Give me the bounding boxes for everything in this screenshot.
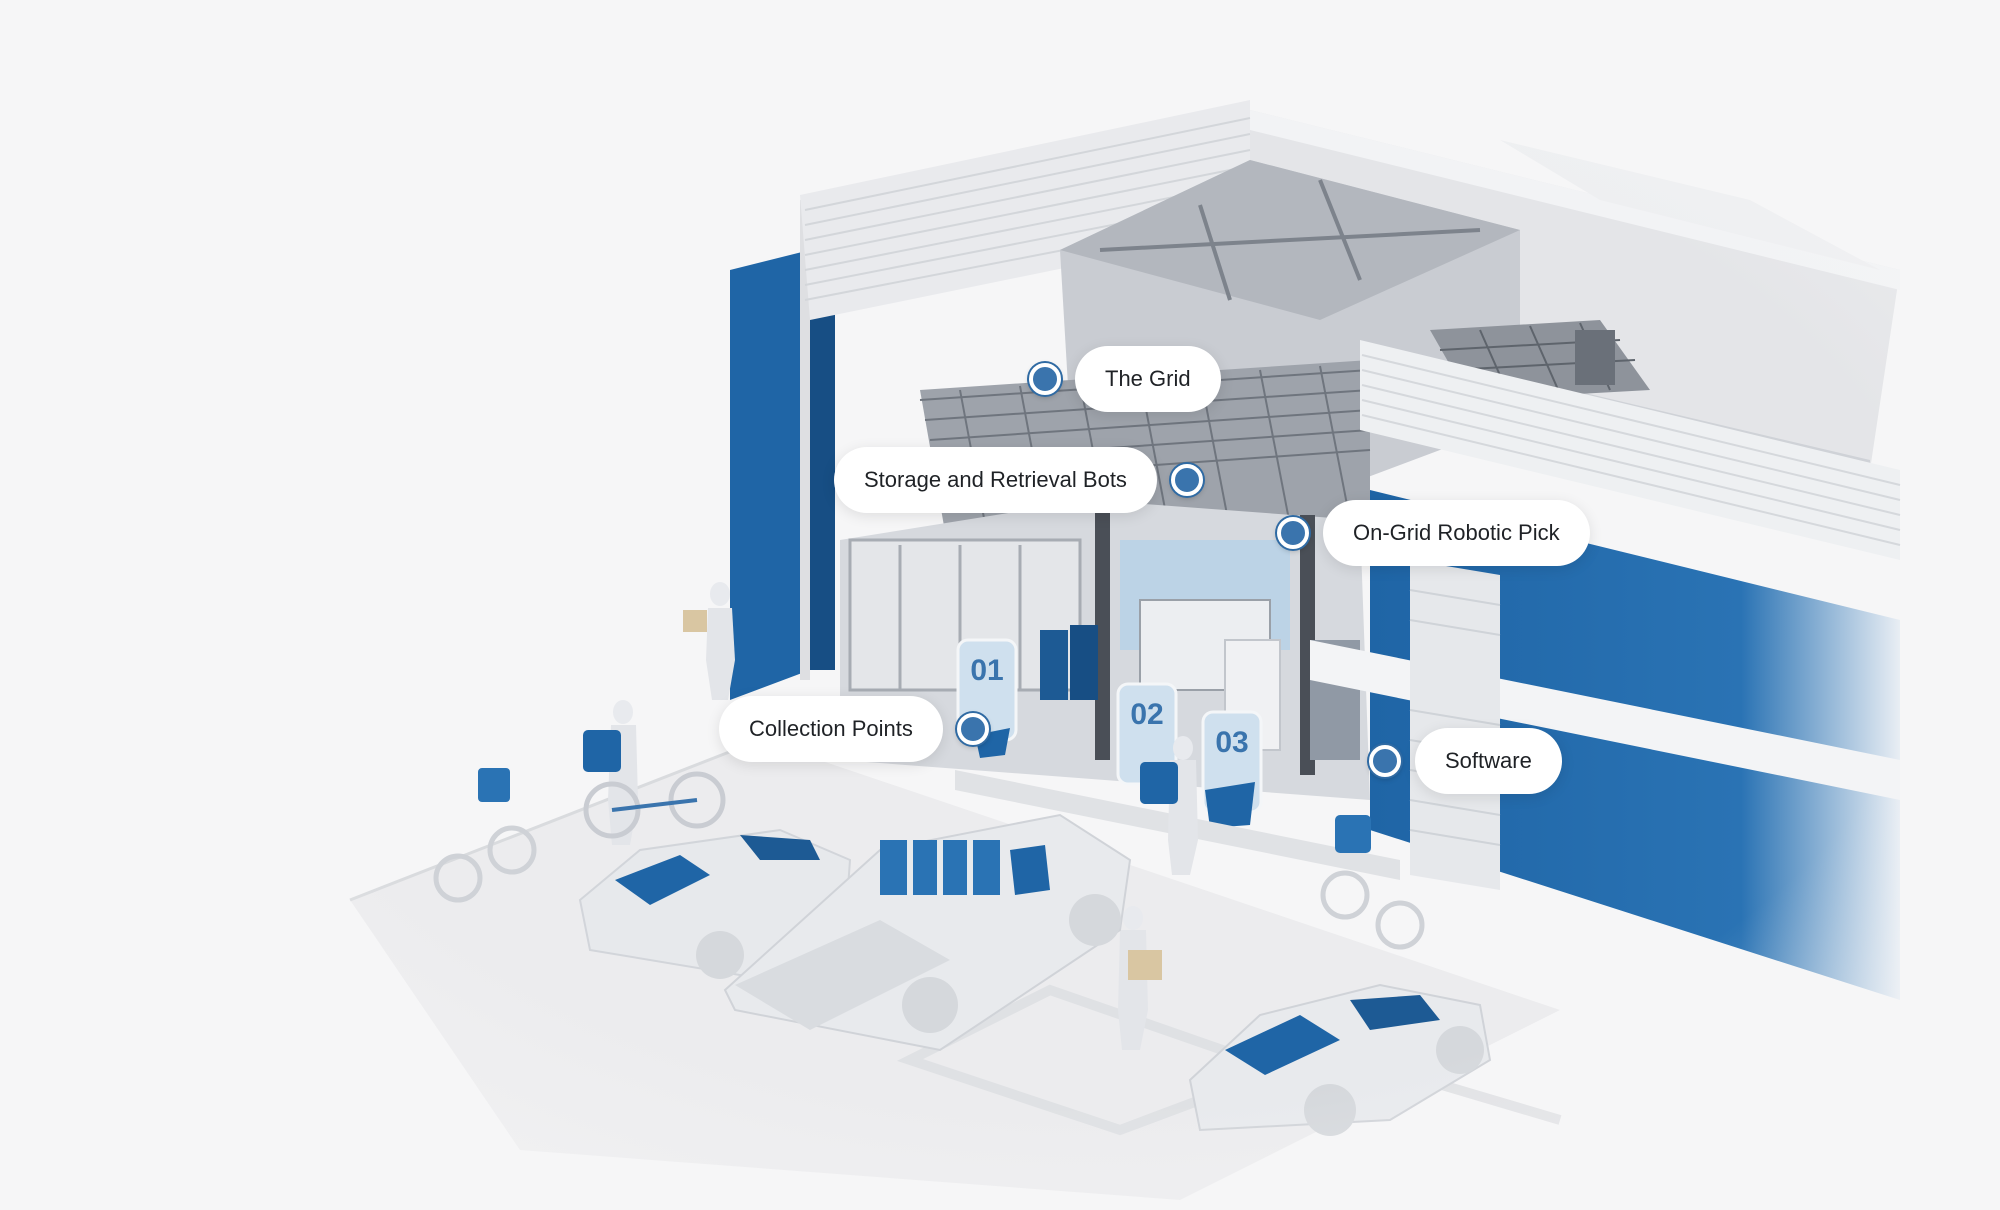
hotspot-label-software[interactable]: Software xyxy=(1415,728,1562,794)
hotspot-dot-icon[interactable] xyxy=(1029,363,1061,395)
hotspot-dot-icon[interactable] xyxy=(956,713,989,745)
hotspot-software[interactable]: Software xyxy=(1369,728,1562,794)
hotspot-dot-icon[interactable] xyxy=(1277,517,1309,549)
hotspot-label-the-grid[interactable]: The Grid xyxy=(1075,346,1221,412)
hotspot-the-grid[interactable]: The Grid xyxy=(1029,346,1221,412)
hotspot-label-collection-points[interactable]: Collection Points xyxy=(719,696,943,762)
hotspot-label-storage-and-retrieval-bots[interactable]: Storage and Retrieval Bots xyxy=(834,447,1157,513)
hotspot-dot-icon[interactable] xyxy=(1170,464,1203,496)
hotspot-on-grid-robotic-pick[interactable]: On-Grid Robotic Pick xyxy=(1277,500,1590,566)
hotspot-collection-points[interactable]: Collection Points xyxy=(719,696,989,762)
hotspot-label-on-grid-robotic-pick[interactable]: On-Grid Robotic Pick xyxy=(1323,500,1590,566)
hotspot-storage-and-retrieval-bots[interactable]: Storage and Retrieval Bots xyxy=(834,447,1203,513)
hotspot-dot-icon[interactable] xyxy=(1369,745,1401,777)
